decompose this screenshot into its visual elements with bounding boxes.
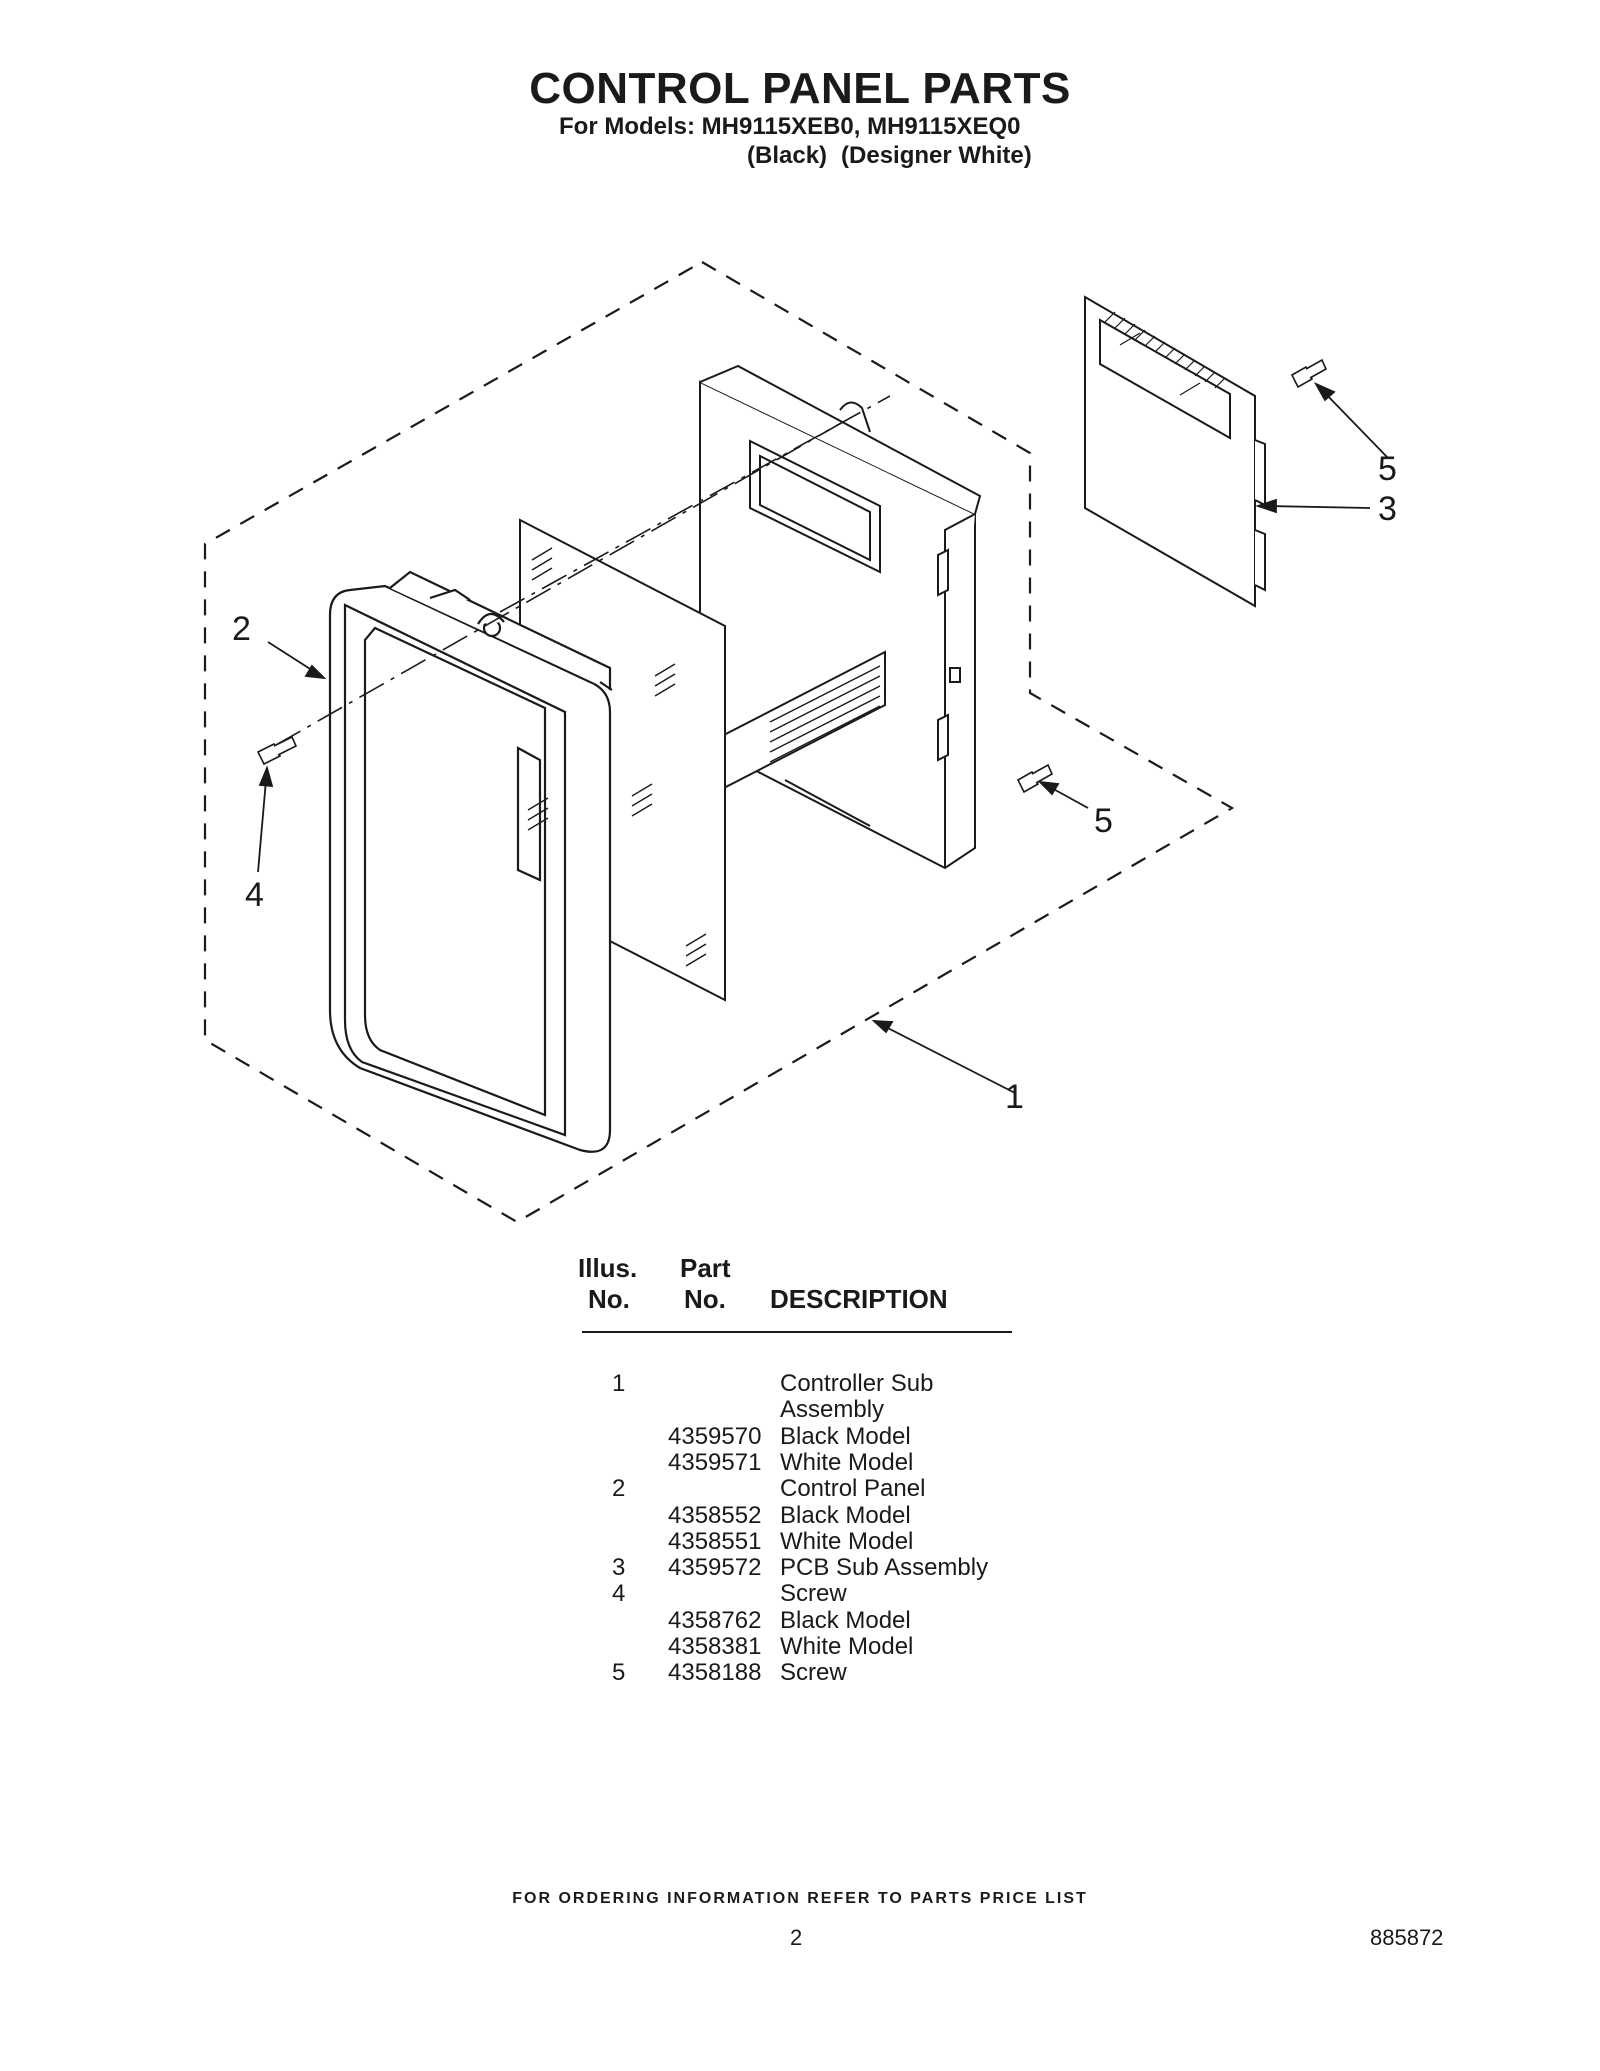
row-description: White Model	[780, 1448, 914, 1476]
row-part-no: 4358381	[668, 1633, 762, 1660]
row-part-no: 4358762	[668, 1606, 762, 1634]
screw-left	[256, 735, 298, 766]
row-description: Control Panel	[780, 1475, 926, 1503]
row-description: Screw	[780, 1580, 847, 1608]
row-description: White Model	[780, 1527, 914, 1555]
model-variants: (Black) (Designer White)	[747, 142, 1032, 170]
callout-5-screw: 5	[1094, 802, 1113, 840]
leader-3	[1267, 505, 1371, 509]
header-part-no: No.	[684, 1284, 726, 1314]
header-part: Part	[680, 1253, 731, 1283]
row-description: Assembly	[780, 1396, 885, 1424]
row-part-no: 4359571	[668, 1448, 762, 1476]
variant-black: (Black)	[747, 142, 828, 169]
row-description: White Model	[780, 1633, 914, 1660]
control-panel-frame	[328, 570, 613, 1153]
header-rule	[582, 1331, 1012, 1333]
assembly-boundary	[203, 260, 1235, 1224]
document-number: 885872	[1370, 1925, 1444, 1950]
row-description: Screw	[780, 1659, 847, 1687]
callout-3: 3	[1378, 490, 1397, 528]
leader-5-pcb	[1321, 389, 1389, 459]
page-number: 2	[790, 1925, 803, 1950]
callout-5-pcb: 5	[1378, 450, 1397, 488]
row-part-no: 4358552	[668, 1501, 762, 1529]
ordering-note: FOR ORDERING INFORMATION REFER TO PARTS …	[512, 1890, 1088, 1907]
row-part-no: 4358551	[668, 1527, 762, 1555]
row-illus-no: 2	[612, 1475, 626, 1503]
header-description: DESCRIPTION	[770, 1284, 948, 1314]
models-line: For Models: MH9115XEB0, MH9115XEQ0	[559, 113, 1021, 140]
row-part-no: 4358188	[668, 1659, 762, 1687]
header-illus-no: No.	[588, 1284, 630, 1314]
row-illus-no: 1	[612, 1370, 626, 1397]
row-illus-no: 5	[612, 1659, 626, 1687]
row-part-no: 4359572	[668, 1554, 762, 1582]
row-description: PCB Sub Assembly	[780, 1554, 989, 1582]
pcb-sub-assembly	[1084, 295, 1266, 608]
leader-4	[257, 779, 267, 873]
header-illus: Illus.	[578, 1253, 638, 1283]
row-description: Controller Sub	[780, 1370, 934, 1397]
row-illus-no: 3	[612, 1554, 626, 1582]
row-part-no: 4359570	[668, 1422, 762, 1450]
screw-pcb	[1290, 358, 1328, 389]
exploded-parts-diagram: 2 4 5 3 5 1	[203, 260, 1397, 1224]
row-description: Black Model	[780, 1606, 911, 1634]
callout-4: 4	[245, 876, 264, 914]
row-illus-no: 4	[612, 1580, 626, 1608]
row-description: Black Model	[780, 1501, 911, 1529]
leader-1	[881, 1024, 1016, 1094]
callout-1: 1	[1005, 1078, 1024, 1116]
variant-white: (Designer White)	[841, 142, 1032, 169]
callout-2: 2	[232, 610, 251, 648]
controller-housing	[699, 364, 982, 870]
row-description: Black Model	[780, 1422, 911, 1450]
page-title: CONTROL PANEL PARTS	[529, 64, 1071, 113]
screw-right	[1016, 763, 1054, 794]
